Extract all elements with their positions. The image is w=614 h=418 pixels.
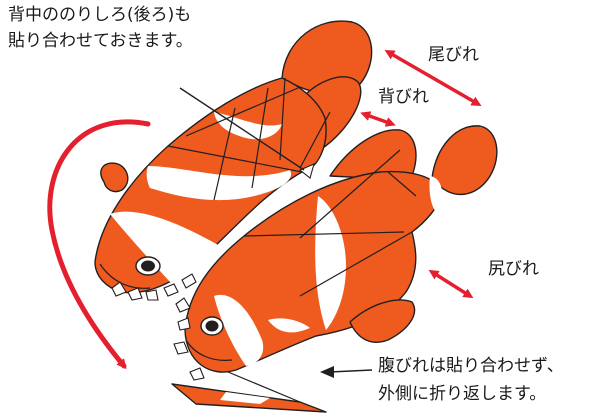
upper-white-stripe-back: [214, 112, 282, 140]
lower-anal-fin: [349, 299, 416, 343]
lower-tail-fin: [431, 125, 498, 195]
lower-glue-tabs: [173, 297, 205, 381]
lower-fold-line-4: [387, 171, 417, 197]
label-tail-fin: 尾びれ: [428, 45, 479, 65]
upper-fold-line-6: [279, 77, 286, 161]
note-bottom-pointer: [320, 366, 373, 378]
label-dorsal-fin: 背びれ: [378, 87, 429, 107]
upper-white-stripe-front: [110, 211, 230, 282]
note-back-glue-tab: 背中ののりしろ(後ろ)も 貼り合わせておきます。: [8, 2, 193, 54]
upper-eye-pupil: [141, 260, 155, 272]
upper-fold-line-3: [213, 107, 236, 201]
note-top-line-2: 貼り合わせておきます。: [8, 31, 193, 51]
lower-fold-line-1: [243, 231, 405, 237]
flip-arrow-icon: [47, 119, 151, 370]
lower-fold-line-5: [227, 371, 301, 403]
lower-white-stripe-front: [214, 294, 264, 366]
lower-dorsal-fin: [329, 129, 417, 181]
upper-fold-line-5: [299, 111, 331, 169]
upper-glue-tabs: [111, 163, 315, 301]
lower-fold-line-3: [299, 231, 413, 297]
upper-fold-line-1: [167, 145, 303, 173]
dorsal-fin-arrow-icon: [360, 111, 396, 127]
lower-white-stripe-back: [429, 176, 443, 214]
note-bottom-line-2: 外側に折り返します。: [378, 384, 547, 404]
lower-pelvic-stripe: [220, 392, 270, 404]
lower-fish: [171, 125, 498, 413]
lower-fold-line-2: [299, 149, 401, 239]
note-top-pointer: [179, 87, 305, 171]
lower-eye-pupil: [205, 320, 219, 332]
upper-pectoral-fin: [100, 162, 129, 193]
upper-fold-line-4: [251, 87, 269, 189]
upper-mouth: [99, 263, 151, 289]
upper-white-stripe-mid: [146, 166, 292, 201]
tail-fin-arrow-icon: [384, 49, 482, 107]
upper-fish: [94, 20, 373, 301]
upper-fold-line-2: [185, 87, 299, 137]
label-anal-fin: 尻びれ: [488, 259, 539, 279]
note-pelvic-fin: 腹びれは貼り合わせず、 外側に折り返します。: [378, 352, 564, 408]
note-top-line-1: 背中ののりしろ(後ろ)も: [8, 5, 192, 25]
lower-white-stripe-mid: [315, 196, 346, 330]
lower-white-stripe-low: [268, 318, 310, 333]
anal-fin-arrow-icon: [428, 269, 474, 299]
note-bottom-line-1: 腹びれは貼り合わせず、: [378, 356, 564, 376]
lower-mouth: [185, 339, 233, 361]
